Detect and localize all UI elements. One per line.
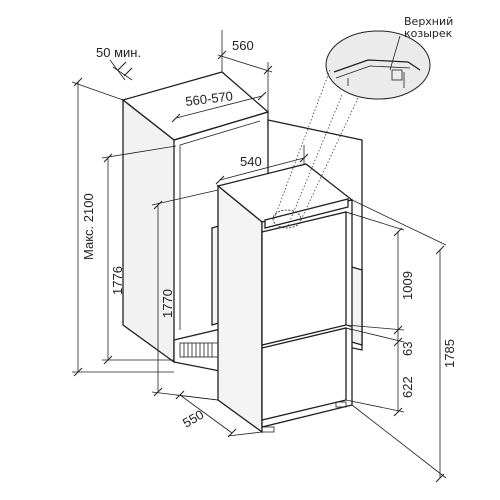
dim-gap-label: 63 xyxy=(400,342,415,356)
callout-detail: Верхний козырек xyxy=(273,15,453,229)
dim-min-gap-label: 50 мин. xyxy=(96,45,141,60)
dim-niche-depth: 560 xyxy=(217,30,273,112)
dim-niche-width-label: 560-570 xyxy=(185,88,234,109)
dim-inner-height-label: 1770 xyxy=(160,289,175,318)
dim-max-height-label: Макс. 2100 xyxy=(81,193,96,260)
fridge xyxy=(216,163,354,434)
dim-fridge-width-label: 540 xyxy=(240,154,262,169)
dim-fridge-height-label: 1785 xyxy=(442,339,457,368)
dim-fridge-width: 540 xyxy=(215,145,309,185)
dim-upper-door-label: 1009 xyxy=(400,271,415,300)
dim-niche-height: 1776 xyxy=(101,145,177,365)
top-visor xyxy=(264,198,349,229)
fridge-foot-front xyxy=(261,426,275,433)
dim-niche-width: 560-570 xyxy=(171,88,267,123)
dim-gap: 63 xyxy=(345,327,415,356)
dim-fridge-depth-label: 550 xyxy=(180,407,206,431)
dim-lower-door: 622 xyxy=(345,342,415,417)
dim-fridge-height: 1785 xyxy=(351,199,457,483)
dim-min-gap: 50 мин. xyxy=(96,45,141,81)
dim-niche-height-label: 1776 xyxy=(110,266,125,295)
dim-niche-depth-label: 560 xyxy=(232,38,254,53)
callout-bubble xyxy=(325,30,431,100)
callout-label-line2: козырек xyxy=(404,27,453,40)
dim-lower-door-label: 622 xyxy=(400,376,415,398)
callout-label-line1: Верхний xyxy=(404,15,453,28)
fridge-side xyxy=(217,184,263,434)
fridge-foot-back xyxy=(335,401,347,408)
dim-max-height: Макс. 2100 xyxy=(71,77,174,377)
cabinet-side-wall xyxy=(122,98,175,364)
fridge-upper-door xyxy=(261,211,347,346)
dim-upper-door: 1009 xyxy=(345,211,415,335)
